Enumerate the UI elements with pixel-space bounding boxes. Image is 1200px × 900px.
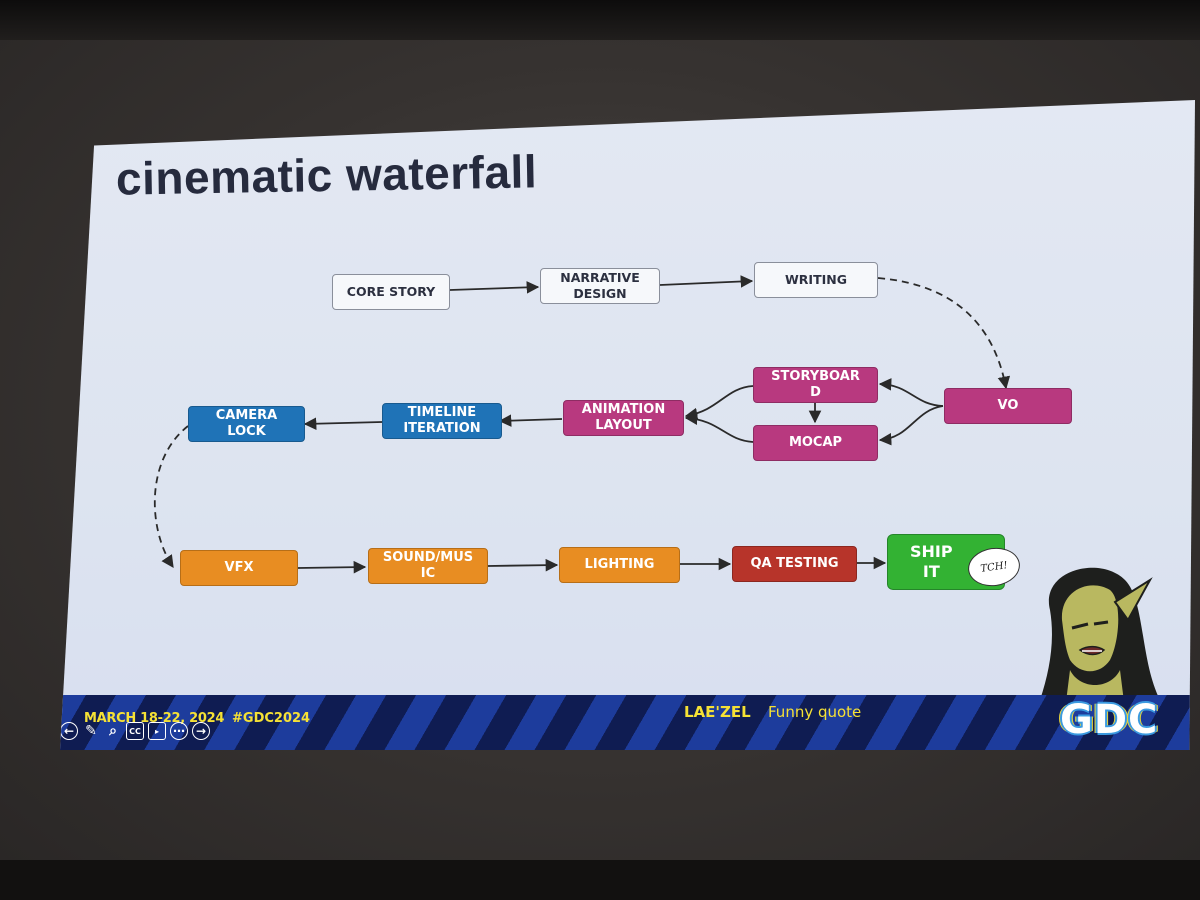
camera-icon[interactable]: ▸ [148, 722, 166, 740]
arrow-vfx-to-sound [297, 560, 367, 574]
node-sound-music: SOUND/MUS IC [368, 548, 488, 584]
gdc-logo: GDC [1060, 697, 1159, 743]
node-storyboard: STORYBOAR D [753, 367, 878, 403]
node-mocap: MOCAP [753, 425, 878, 461]
footer-banner: MARCH 18-22, 2024 #GDC2024 LAE'ZEL Funny… [60, 695, 1195, 750]
slide-controls: ← ✎ ⌕ CC ▸ ⋯ → [60, 722, 210, 740]
arrow-animation-to-timeline [498, 414, 563, 427]
node-camera-lock: CAMERA LOCK [188, 406, 305, 442]
slide: cinematic waterfall CORE STORY NARRATIVE… [60, 100, 1195, 750]
node-animation-layout: ANIMATION LAYOUT [563, 400, 684, 436]
node-writing: WRITING [754, 262, 878, 298]
arrow-writing-to-vo [877, 277, 1011, 390]
arrow-camera-to-vfx [153, 425, 189, 569]
event-hashtag: #GDC2024 [232, 711, 311, 726]
node-vo: VO [944, 388, 1072, 424]
node-timeline-iteration: TIMELINE ITERATION [382, 403, 502, 439]
speaker-quote: Funny quote [768, 703, 862, 721]
more-icon[interactable]: ⋯ [170, 722, 188, 740]
arrow-core-to-narrative [449, 281, 540, 294]
flow-connectors [153, 275, 1011, 574]
node-vfx: VFX [180, 550, 298, 586]
arrow-narrative-to-writing [659, 275, 754, 288]
node-lighting: LIGHTING [559, 547, 680, 583]
captions-icon[interactable]: CC [126, 722, 144, 740]
pen-icon[interactable]: ✎ [85, 723, 97, 739]
zoom-icon[interactable]: ⌕ [109, 723, 117, 739]
arrow-vo-to-mocap [878, 405, 944, 446]
forward-arrow-icon[interactable]: → [192, 722, 210, 740]
node-core-story: CORE STORY [332, 274, 450, 310]
arrow-sound-to-lighting [487, 558, 559, 572]
node-narrative-design: NARRATIVE DESIGN [540, 268, 660, 304]
arrow-vo-to-storyboard [878, 378, 944, 407]
arrow-timeline-to-camera [303, 417, 383, 431]
event-dates: MARCH 18-22, 2024 [84, 711, 225, 726]
node-qa-testing: QA TESTING [732, 546, 857, 582]
arrow-storyboard-to-animation [684, 385, 754, 421]
back-arrow-icon[interactable]: ← [60, 722, 78, 740]
arrow-mocap-to-animation [684, 412, 754, 443]
room-floor [0, 860, 1200, 900]
speaker-name: LAE'ZEL [684, 703, 751, 721]
